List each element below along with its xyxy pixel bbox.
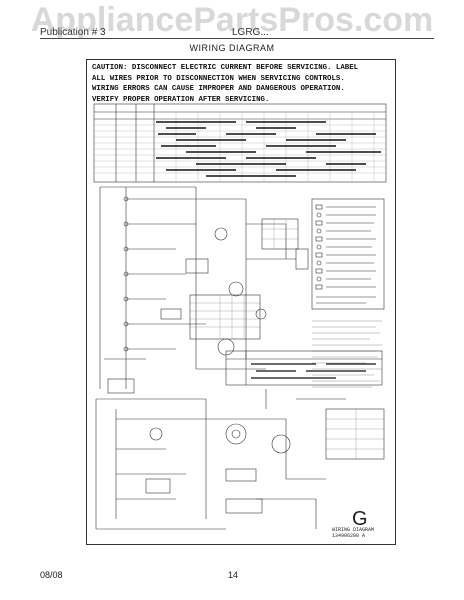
cycle-chart	[225, 350, 383, 386]
footer-date: 08/08	[40, 570, 63, 580]
symbol-legend	[311, 198, 385, 310]
wiring-diagram	[93, 103, 387, 530]
selector-table	[189, 294, 261, 340]
page-number: 14	[228, 570, 239, 580]
caption-line: 134906200 A	[332, 533, 366, 539]
caution-box: CAUTION: DISCONNECT ELECTRIC CURRENT BEF…	[92, 63, 388, 105]
caution-line: VERIFY PROPER OPERATION AFTER SERVICING.	[92, 95, 270, 104]
caution-line: CAUTION: DISCONNECT ELECTRIC CURRENT BEF…	[92, 64, 359, 72]
timer-chart	[93, 103, 387, 183]
publication-number: Publication # 3	[40, 27, 106, 38]
caption-line: WIRING DIAGRAM	[332, 527, 375, 533]
notes-text	[312, 320, 382, 388]
caution-line: ALL WIRES PRIOR TO DISCONNECTION WHEN SE…	[92, 74, 345, 83]
diagram-caption: WIRING DIAGRAM 134906200 A	[332, 527, 374, 539]
header-rule	[40, 38, 434, 39]
diagram-letter: G	[352, 508, 368, 530]
caution-line: WIRING ERRORS CAN CAUSE IMPROPER AND DAN…	[92, 85, 345, 93]
lower-schematic	[95, 389, 385, 530]
schematic-wiring	[99, 186, 309, 394]
schematic-detail	[261, 218, 299, 250]
model-number: LGRG...	[232, 27, 269, 38]
page-title: WIRING DIAGRAM	[189, 43, 275, 53]
diagram-frame	[86, 59, 396, 545]
watermark: AppliancePartsPros.com	[30, 1, 434, 39]
